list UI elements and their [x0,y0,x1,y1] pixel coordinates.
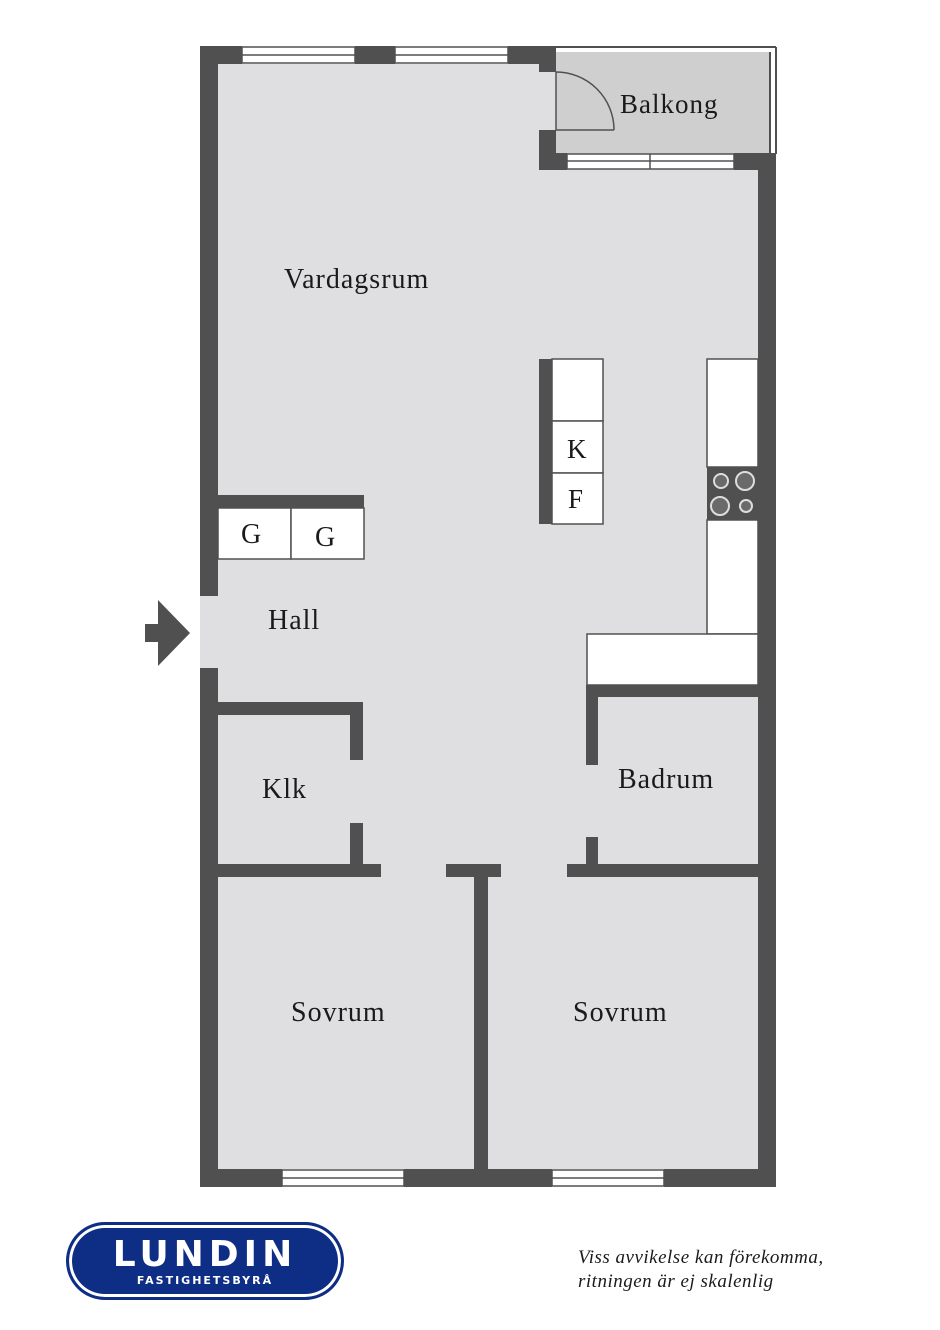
room-label-klk: Klk [262,774,307,805]
wardrobe-g2 [290,507,365,560]
room-label-sovrum-left: Sovrum [291,997,386,1028]
kitchen-island [551,358,604,525]
fixture-label-g1: G [241,519,261,550]
wardrobe [217,507,365,560]
windows [241,46,735,1187]
disclaimer-line-2: ritningen är ej skalenlig [578,1271,774,1292]
entrance-arrow-icon [145,600,190,666]
logo-subtitle: FASTIGHETSBYRÅ [136,1274,274,1287]
outer-walls [200,46,776,1187]
balcony-outline [556,46,777,154]
room-label-badrum: Badrum [618,764,714,795]
fixture-label-g2: G [315,522,335,553]
room-label-hall: Hall [268,605,320,636]
room-label-sovrum-right: Sovrum [573,997,668,1028]
fixture-label-f: F [568,484,583,514]
lundin-logo: LUNDIN FASTIGHETSBYRÅ [66,1222,344,1300]
room-label-vardagsrum: Vardagsrum [284,264,429,295]
room-label-balkong: Balkong [620,89,719,119]
entrance-opening [200,596,218,668]
logo-name: LUNDIN [112,1234,298,1275]
fixture-label-k: K [567,434,587,464]
freezer-f [551,472,604,525]
stove-icon [707,467,758,520]
door-swing-icon [555,71,615,131]
interior-walls [217,359,758,1169]
disclaimer: Viss avvikelse kan förekomma, ritningen … [578,1246,918,1294]
floor-hall-cut [217,64,557,164]
balcony-floor [556,52,770,154]
disclaimer-line-1: Viss avvikelse kan förekomma, [578,1247,824,1268]
